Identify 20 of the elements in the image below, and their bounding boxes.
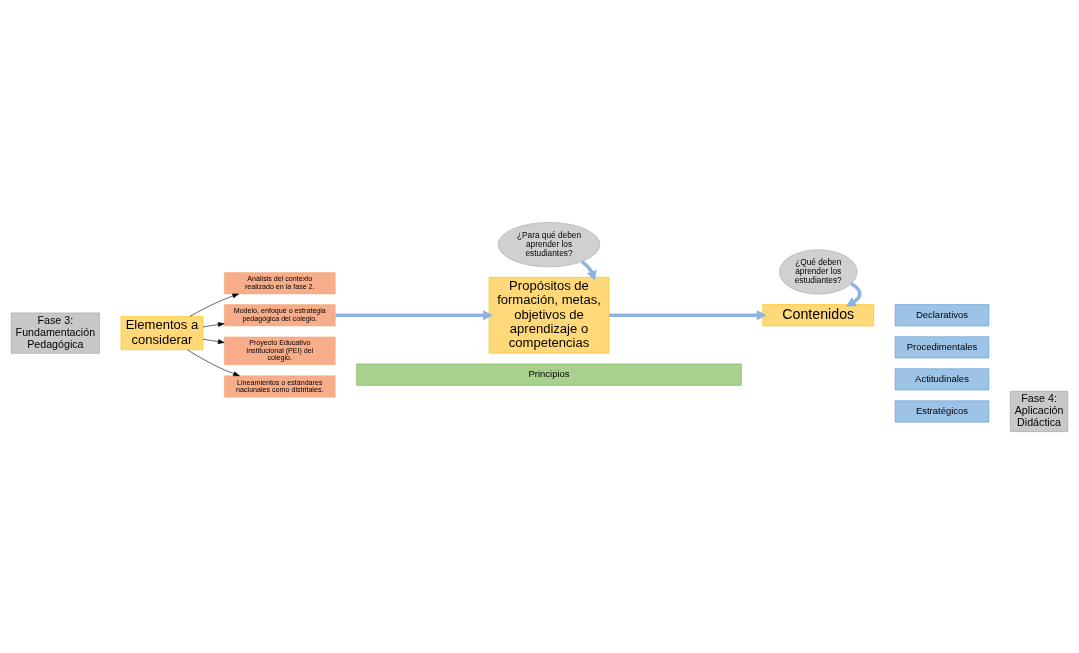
node-box: Elementos a considerar (120, 315, 204, 350)
node-box: Actitudinales (894, 367, 990, 390)
arrow (609, 309, 767, 320)
arrow (202, 338, 225, 344)
arrow (187, 348, 240, 376)
arrow (335, 309, 493, 320)
node-box: Fase 3: Fundamentación Pedagógica (10, 312, 100, 354)
node-box: Procedimentales (894, 335, 990, 358)
node-box: Fase 4: Aplicación Didáctica (1009, 390, 1069, 432)
arrow (845, 281, 862, 306)
arrow (202, 321, 225, 327)
arrow (580, 259, 597, 281)
node-box: Principios (356, 363, 742, 386)
node-box: Declarativos (894, 303, 990, 326)
node-ellipse: ¿Qué deben aprender los estudiantes? (779, 248, 858, 294)
arrow (189, 293, 239, 317)
node-ellipse: ¿Para qué deben aprender los estudiantes? (497, 221, 601, 267)
node-box: Propósitos de formación, metas, objetivos de aprendizaje o competencias (488, 276, 610, 354)
node-box: Estratégicos (894, 399, 990, 422)
node-box: Contenidos (762, 303, 875, 326)
